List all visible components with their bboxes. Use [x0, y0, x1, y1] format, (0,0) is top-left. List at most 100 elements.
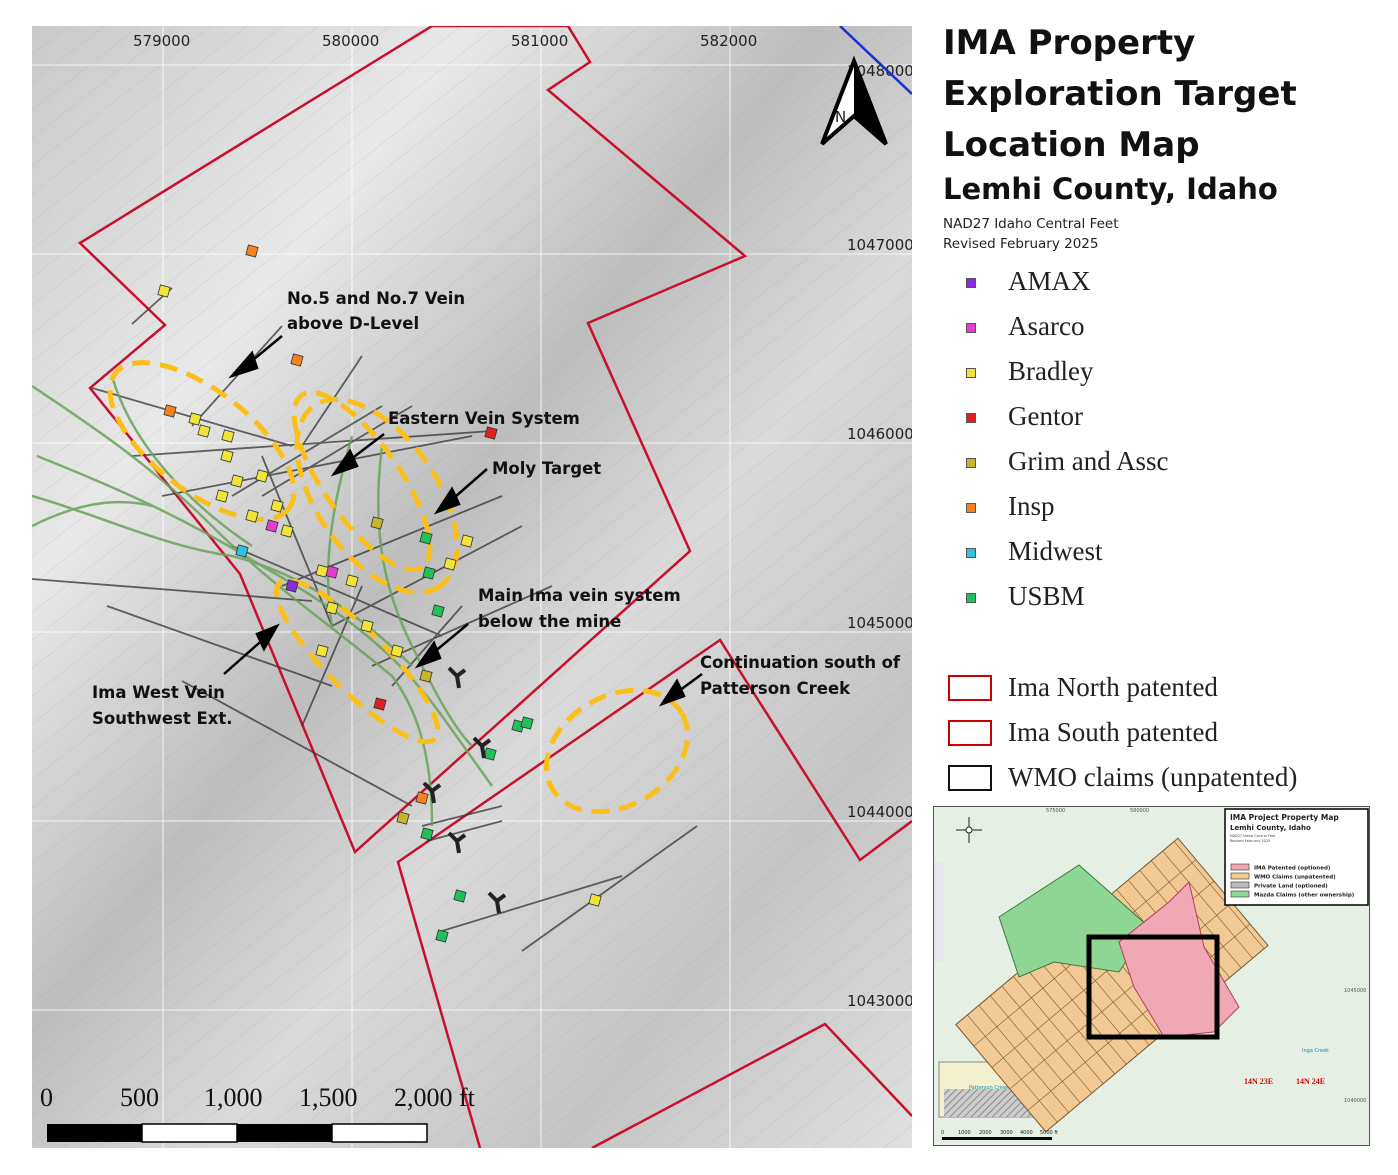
drillhole-marker — [220, 449, 234, 463]
svg-text:3000: 3000 — [1000, 1130, 1013, 1136]
drillhole-marker — [235, 544, 249, 558]
northing-label: 1043000 — [847, 992, 912, 1010]
ima-south-patented-boundary-2 — [591, 1022, 912, 1148]
drillhole-marker — [188, 412, 202, 426]
boundary-swatch-icon — [948, 720, 992, 746]
north-arrow: N — [820, 55, 888, 146]
drillhole-marker — [419, 669, 433, 683]
revised-date: Revised February 2025 — [943, 236, 1099, 252]
annotation-moly-target: Moly Target — [492, 459, 601, 478]
drillhole-marker — [431, 604, 445, 618]
drillhole-marker — [419, 531, 433, 545]
inset-legend-label: Mazda Claims (other ownership) — [1254, 893, 1355, 899]
map-extent-box — [1086, 934, 1220, 1040]
adit-symbol-icon — [447, 831, 467, 854]
adit-symbol-icon — [472, 736, 492, 759]
easting-label: 582000 — [700, 32, 757, 50]
contour-lines — [32, 26, 912, 1148]
svg-text:1000: 1000 — [958, 1130, 971, 1136]
drillhole-marker — [390, 644, 404, 658]
boundary-swatch-icon — [948, 675, 992, 701]
svg-text:0: 0 — [40, 1083, 53, 1112]
drillhole-marker — [221, 429, 235, 443]
inset-scale-bar: 0 1000 2000 3000 4000 5000 ft — [941, 1130, 1058, 1140]
drillhole-marker — [420, 827, 434, 841]
mazda-claims — [998, 864, 1150, 978]
drillhole-marker — [157, 284, 171, 298]
easting-label: 581000 — [511, 32, 568, 50]
svg-text:NAD27 Idaho Central Feet: NAD27 Idaho Central Feet — [1230, 834, 1276, 838]
ima-south-patented-boundary — [396, 638, 912, 1148]
svg-text:1,000: 1,000 — [204, 1083, 263, 1112]
northing-label: 1048000 — [847, 62, 912, 80]
legend-label: Asarco — [1008, 311, 1085, 341]
svg-text:2,000 ft: 2,000 ft — [394, 1083, 476, 1112]
drillhole-marker — [443, 557, 457, 571]
drillhole-marker — [280, 524, 294, 538]
drillhole-marker — [230, 474, 244, 488]
property-inset-map: 14N 23E 14N 24E 575000 580000 1045000 10… — [933, 806, 1370, 1146]
drillhole-marker — [415, 791, 429, 805]
svg-text:14N 24E: 14N 24E — [1296, 1077, 1325, 1086]
legend-label: Ima North patented — [1008, 672, 1218, 702]
scale-bar: 0 500 1,000 1,500 2,000 ft — [40, 1083, 476, 1143]
target-patterson-continuation — [543, 687, 691, 815]
ima-north-patented-boundary — [77, 26, 748, 855]
inset-legend-swatch-icon — [1230, 872, 1250, 880]
svg-text:Inga Creek: Inga Creek — [1302, 1048, 1329, 1054]
drillhole-marker — [453, 889, 467, 903]
svg-text:Patterson Creek: Patterson Creek — [969, 1085, 1009, 1091]
inset-legend-label: IMA Patented (optioned) — [1254, 866, 1331, 872]
ima-patented-claims — [1118, 881, 1240, 1038]
inset-legend: IMA Project Property Map Lemhi County, I… — [1224, 808, 1369, 906]
map-subtitle: Lemhi County, Idaho — [943, 172, 1278, 206]
legend-label: USBM — [1008, 581, 1085, 611]
drillhole-marker — [360, 619, 374, 633]
legend-swatch-icon — [966, 548, 976, 558]
drillhole-marker — [270, 499, 284, 513]
svg-text:0: 0 — [941, 1130, 944, 1136]
target-zones — [107, 360, 691, 815]
map-title: IMA Property Exploration Target Location… — [943, 23, 1297, 165]
drillhole-marker — [370, 516, 384, 530]
legend-label: Bradley — [1008, 356, 1094, 386]
legend-label: Midwest — [1008, 536, 1103, 566]
legend-label: AMAX — [1008, 266, 1091, 296]
boundary-swatch-icon — [948, 765, 992, 791]
legend-swatch-icon — [966, 323, 976, 333]
svg-text:4000: 4000 — [1020, 1130, 1033, 1136]
legend-swatch-icon — [966, 593, 976, 603]
svg-text:500: 500 — [120, 1083, 159, 1112]
drillhole-marker — [265, 519, 279, 533]
target-no5-no7-vein — [107, 360, 297, 522]
drillhole-marker — [215, 489, 229, 503]
adit-symbol-icon — [422, 781, 442, 804]
drillhole-marker — [325, 601, 339, 615]
drillhole-marker — [484, 426, 498, 440]
legend-swatch-icon — [966, 503, 976, 513]
svg-text:580000: 580000 — [1130, 808, 1149, 814]
inset-legend-label: Private Land (optioned) — [1254, 884, 1328, 890]
northing-label: 1046000 — [847, 425, 912, 443]
northing-label: 1044000 — [847, 803, 912, 821]
drillhole-marker — [520, 716, 534, 730]
drillhole-marker — [290, 353, 304, 367]
legend-label: Gentor — [1008, 401, 1083, 431]
legend-swatch-icon — [966, 458, 976, 468]
drillhole-marker — [483, 747, 497, 761]
projection-text: NAD27 Idaho Central Feet — [943, 216, 1119, 232]
svg-text:1040000: 1040000 — [1344, 1098, 1366, 1104]
inset-legend-label: WMO Claims (unpatented) — [1254, 875, 1336, 881]
inset-legend-swatch-icon — [1230, 890, 1250, 898]
drillhole-marker — [197, 424, 211, 438]
drillhole-marker — [245, 244, 259, 258]
inset-legend-swatch-icon — [1230, 881, 1250, 889]
north-label: N — [835, 108, 846, 126]
drillhole-marker — [435, 929, 449, 943]
svg-text:1,500: 1,500 — [299, 1083, 358, 1112]
